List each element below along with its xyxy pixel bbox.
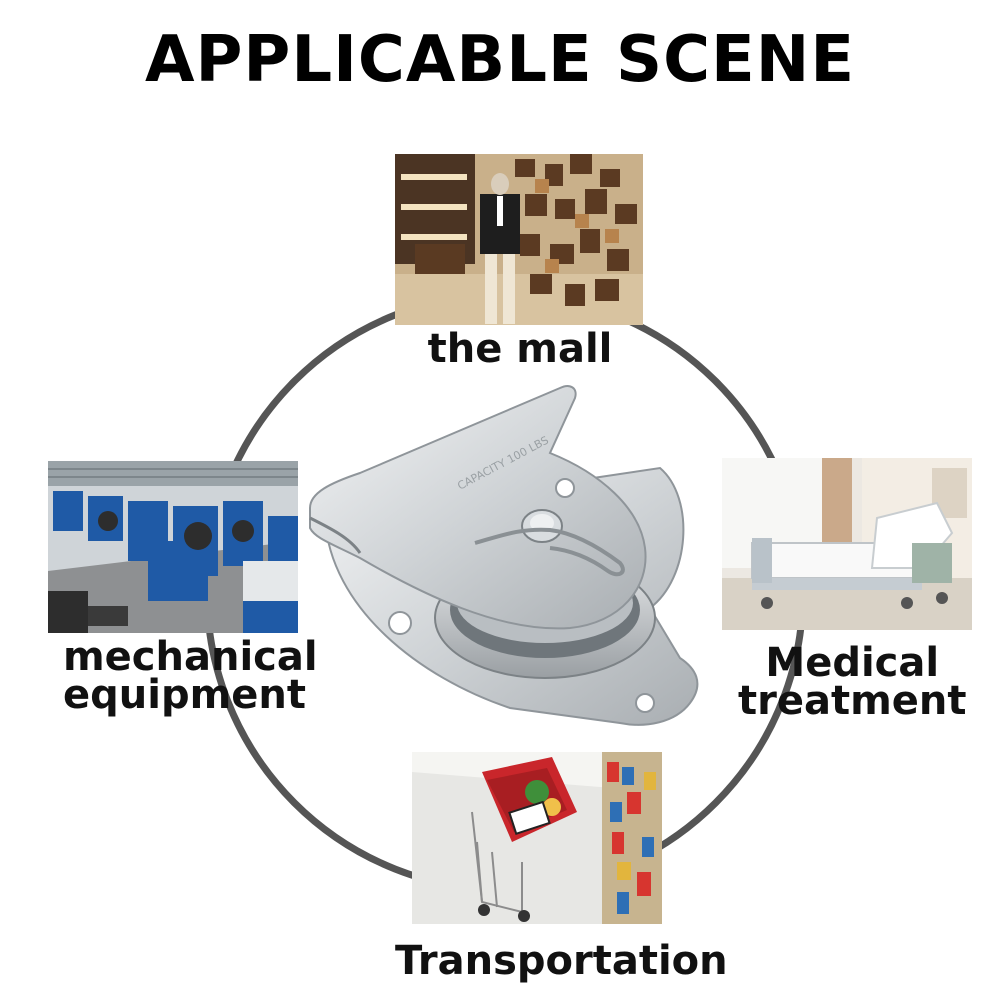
medical-label-line2: treatment [738,678,967,724]
page-title: APPLICABLE SCENE [144,23,856,97]
mall-photo [395,154,643,325]
mall-label: the mall [427,326,613,372]
mechanical-label-line1: mechanical [63,634,318,680]
medical-caption: Medical treatment [738,640,967,724]
medical-treatment-photo [722,458,972,630]
mechanical-equipment-photo [48,461,298,633]
transportation-caption: Transportation [395,938,728,984]
transportation-photo [412,752,662,924]
mechanical-label-line2: equipment [63,672,306,718]
mechanical-caption: mechanical equipment [63,634,318,718]
transportation-label: Transportation [395,938,728,984]
medical-label-line1: Medical [765,640,940,686]
pulley-product-image: CAPACITY 100 LBS [309,385,699,726]
mall-caption: the mall [395,326,645,372]
